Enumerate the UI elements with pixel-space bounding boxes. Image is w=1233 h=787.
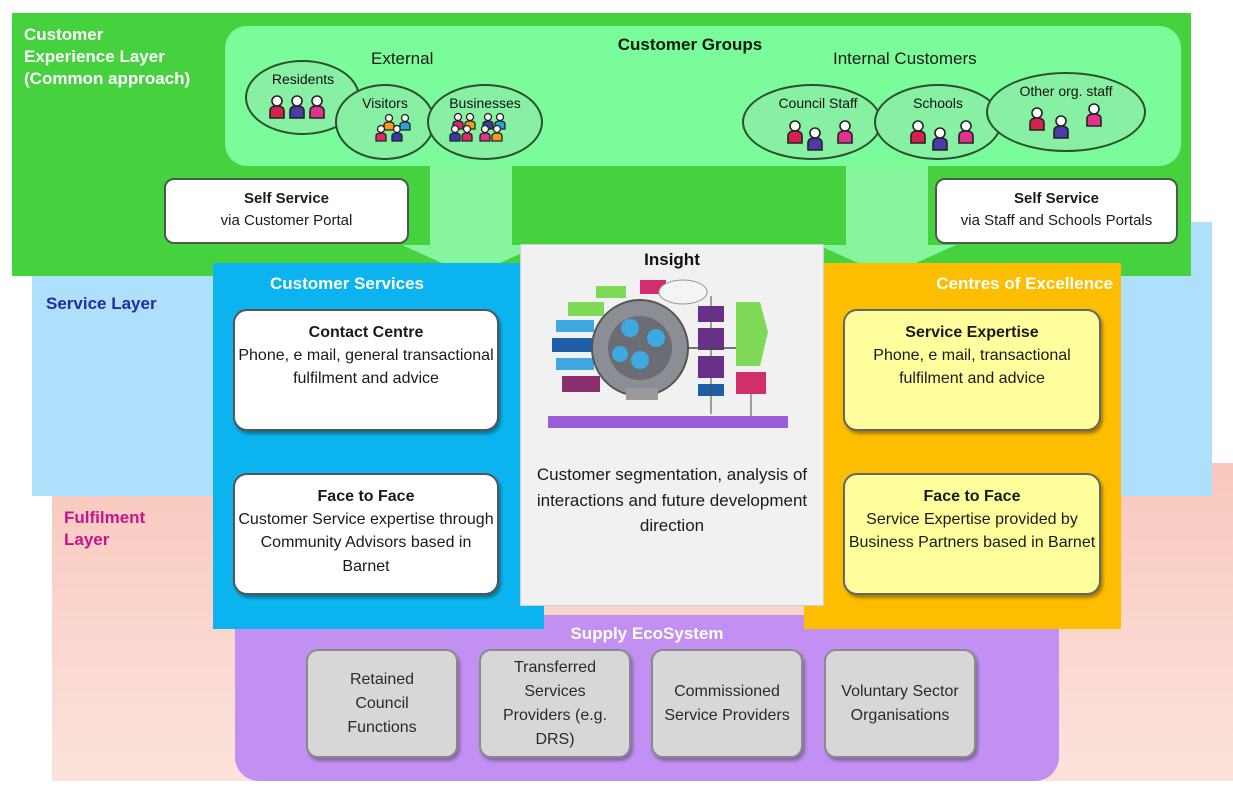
external-label: External xyxy=(371,49,434,68)
insight-process-diagram-image xyxy=(548,279,788,428)
customer-experience-layer-label: Customer Experience Layer (Common approa… xyxy=(24,25,191,88)
visitors-people-icon xyxy=(375,113,411,142)
insight-title: Insight xyxy=(644,250,700,269)
coe-f2f-card: Face to Face Service Expertise provided … xyxy=(843,473,1101,595)
fulfilment-layer-label: Fulfilment Layer xyxy=(64,508,146,549)
self-service-customer-portal: Self Service via Customer Portal xyxy=(164,178,409,244)
self-service-left-title: Self Service xyxy=(243,190,330,207)
customer-f2f-card: Face to Face Customer Service expertise … xyxy=(233,473,499,595)
self-service-right-title: Self Service xyxy=(1013,190,1100,207)
supply-item-transferred: Transferred Services Providers (e.g. DRS… xyxy=(479,649,631,758)
insight-description: Customer segmentation, analysis of inter… xyxy=(536,465,808,535)
self-service-staff-portal: Self Service via Staff and Schools Porta… xyxy=(935,178,1178,244)
customer-services-title: Customer Services xyxy=(269,274,425,293)
council-staff-people-icon xyxy=(787,120,853,151)
coe-f2f-body: Service Expertise provided by Business P… xyxy=(848,511,1096,552)
right-down-arrow xyxy=(818,165,956,276)
supply-item-retained-label: Retained Council Functions xyxy=(347,670,417,736)
self-service-right-sub: via Staff and Schools Portals xyxy=(960,211,1153,229)
supply-item-commissioned-label: Commissioned Service Providers xyxy=(664,682,790,724)
supply-item-retained: Retained Council Functions xyxy=(306,649,458,758)
other-org-staff-label: Other org. staff xyxy=(1019,83,1113,99)
service-expertise-card: Service Expertise Phone, e mail, transac… xyxy=(843,309,1101,431)
council-staff-label: Council Staff xyxy=(778,95,858,111)
centres-of-excellence-title: Centres of Excellence xyxy=(936,274,1113,293)
service-expertise-body: Phone, e mail, transactional fulfilment … xyxy=(873,347,1071,388)
other-org-staff-people-icon xyxy=(1029,103,1102,139)
residents-label: Residents xyxy=(271,71,335,87)
businesses-people-icon xyxy=(449,112,506,142)
left-down-arrow xyxy=(402,165,540,276)
supply-item-transferred-label: Transferred Services Providers (e.g. DRS… xyxy=(502,658,608,748)
contact-centre-card: Contact Centre Phone, e mail, general tr… xyxy=(233,309,499,431)
supply-item-commissioned: Commissioned Service Providers xyxy=(651,649,803,758)
visitors-label: Visitors xyxy=(362,95,408,111)
service-layer-label: Service Layer xyxy=(46,294,157,313)
supply-ecosystem-title: Supply EcoSystem xyxy=(570,624,724,643)
contact-centre-body: Phone, e mail, general transactional ful… xyxy=(238,347,494,388)
customer-f2f-body: Customer Service expertise through Commu… xyxy=(238,511,494,575)
visitors-group xyxy=(335,84,435,160)
customer-f2f-title: Face to Face xyxy=(317,488,415,505)
residents-people-icon xyxy=(269,95,325,119)
service-expertise-title: Service Expertise xyxy=(905,324,1039,341)
self-service-left-sub: via Customer Portal xyxy=(220,211,353,229)
customer-groups-title: Customer Groups xyxy=(617,35,763,54)
coe-f2f-title: Face to Face xyxy=(923,488,1021,505)
internal-customers-label: Internal Customers xyxy=(833,49,977,68)
supply-item-voluntary-label: Voluntary Sector Organisations xyxy=(841,682,959,724)
supply-item-voluntary: Voluntary Sector Organisations xyxy=(824,649,976,758)
schools-label: Schools xyxy=(913,95,963,111)
businesses-label: Businesses xyxy=(449,95,521,111)
contact-centre-title: Contact Centre xyxy=(308,324,424,341)
schools-people-icon xyxy=(910,120,974,151)
